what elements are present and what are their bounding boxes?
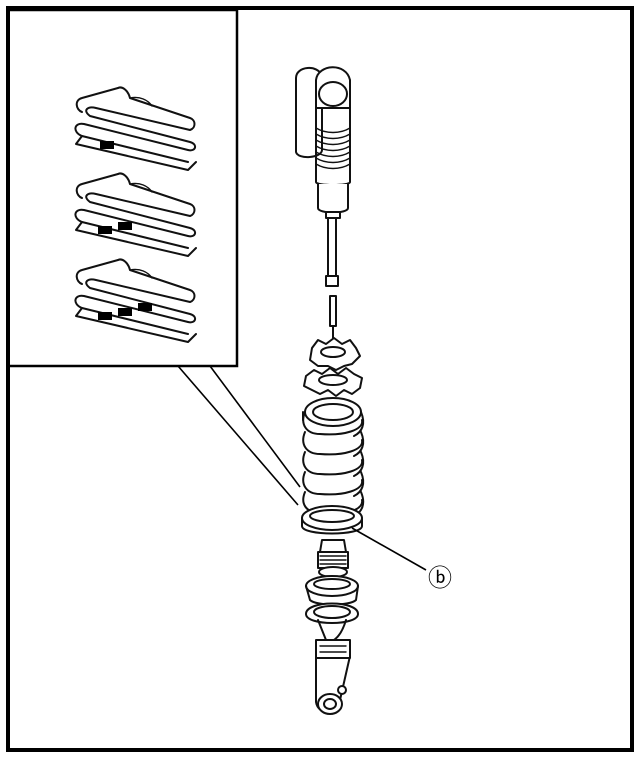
leader-line-left bbox=[177, 365, 299, 506]
adjusting-nut bbox=[303, 367, 363, 397]
callout-leader-b bbox=[351, 527, 427, 571]
spring-seat bbox=[305, 575, 359, 606]
spring-mark bbox=[100, 141, 114, 149]
coil-spring bbox=[301, 397, 365, 535]
leader-line-right bbox=[209, 365, 301, 488]
spring-mark bbox=[118, 222, 132, 230]
bump-stop bbox=[317, 539, 349, 578]
spring-variant-two-marks bbox=[74, 172, 197, 257]
reservoir-top-mount bbox=[295, 66, 351, 186]
spring-variant-three-marks bbox=[74, 258, 197, 343]
locknut bbox=[309, 337, 361, 371]
retainer-clip bbox=[305, 602, 359, 643]
spring-mark bbox=[118, 308, 132, 316]
spring-mark bbox=[98, 226, 112, 234]
lower-clevis bbox=[315, 639, 351, 715]
spring-mark bbox=[98, 312, 112, 320]
spring-variant-one-mark bbox=[74, 86, 197, 171]
damper-body bbox=[317, 184, 349, 219]
piston-rod bbox=[325, 217, 339, 347]
outer-border bbox=[6, 6, 634, 752]
spring-mark bbox=[138, 303, 152, 311]
inset-box bbox=[10, 8, 239, 368]
callout-label-b: ⓑ bbox=[428, 564, 452, 592]
